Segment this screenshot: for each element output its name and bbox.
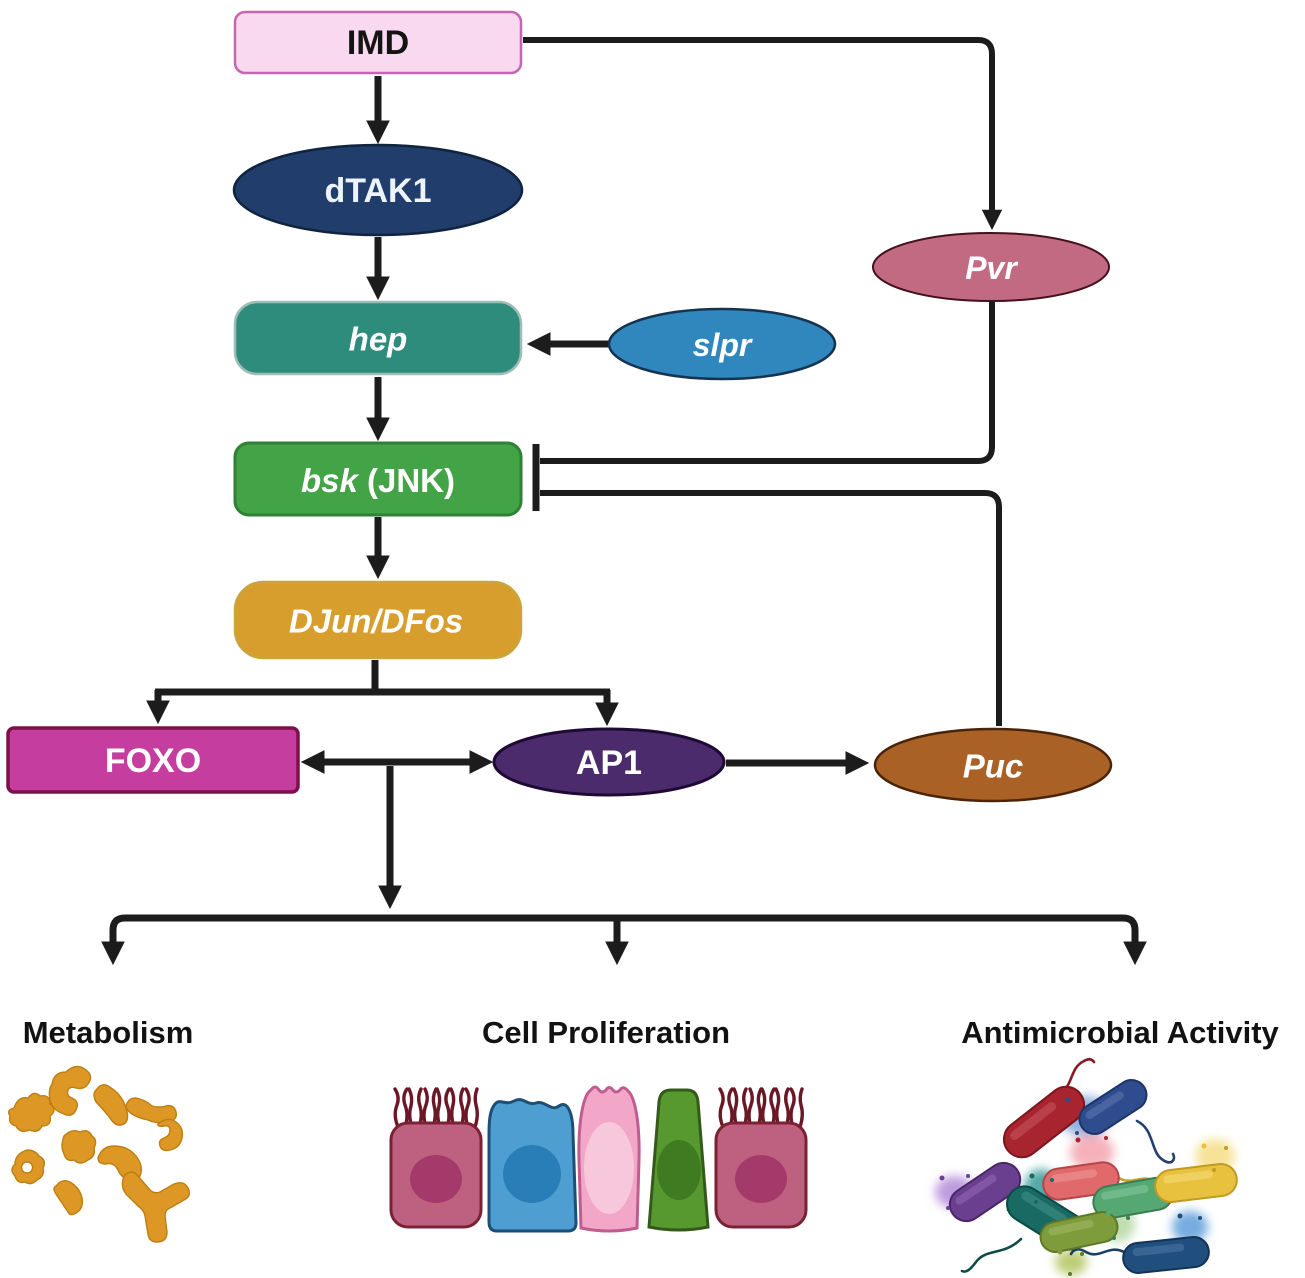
bacterium bbox=[1122, 1236, 1210, 1274]
bacterium bbox=[1039, 1211, 1119, 1253]
slpr-ellipse bbox=[607, 307, 837, 381]
cell-proliferation-illustration bbox=[391, 1085, 806, 1233]
node-hep: hep bbox=[233, 300, 523, 376]
djun-dfos-box bbox=[233, 580, 523, 660]
edge-djun-branch bbox=[155, 660, 610, 696]
bsk-label-regular: (JNK) bbox=[358, 462, 455, 499]
nodes-layer: IMD dTAK1 hep slpr Pvr bsk (JNK) DJun/DF… bbox=[6, 10, 1113, 803]
fat-blob bbox=[157, 1118, 184, 1152]
edges-layer bbox=[101, 37, 1147, 966]
node-foxo: FOXO bbox=[6, 726, 300, 794]
djun-dfos-label: DJun/DFos bbox=[289, 603, 463, 640]
lysis-droplets bbox=[939, 1097, 1228, 1276]
antimicrobial-illustration bbox=[935, 1057, 1238, 1276]
ap1-label: AP1 bbox=[576, 744, 642, 782]
blue-cell bbox=[487, 1098, 578, 1233]
output-label-cell-proliferation: Cell Proliferation bbox=[482, 1015, 730, 1050]
puc-ellipse bbox=[873, 727, 1113, 803]
edge-imd-pvr bbox=[523, 37, 1003, 231]
bacterium bbox=[1002, 1085, 1086, 1159]
node-djun-dfos: DJun/DFos bbox=[233, 580, 523, 660]
bacterium bbox=[1154, 1162, 1238, 1204]
foxo-box bbox=[6, 726, 300, 794]
edge-outputs-distribution bbox=[101, 914, 1147, 966]
dtak1-ellipse bbox=[232, 143, 524, 237]
node-bsk: bsk (JNK) bbox=[233, 441, 523, 517]
foxo-label: FOXO bbox=[105, 742, 201, 780]
fat-blob bbox=[48, 1065, 92, 1117]
bsk-label: bsk (JNK) bbox=[301, 462, 455, 499]
fat-blob bbox=[61, 1129, 97, 1164]
hep-label: hep bbox=[349, 321, 408, 358]
fat-blob bbox=[93, 1083, 129, 1126]
node-ap1: AP1 bbox=[492, 727, 726, 797]
puc-label: Puc bbox=[963, 748, 1024, 785]
bsk-label-italic: bsk bbox=[301, 462, 360, 499]
slpr-label: slpr bbox=[693, 327, 753, 363]
dtak1-label: dTAK1 bbox=[324, 172, 431, 210]
hep-box bbox=[233, 300, 523, 376]
node-imd: IMD bbox=[233, 10, 523, 75]
node-pvr: Pvr bbox=[872, 232, 1110, 302]
bacterium bbox=[1092, 1176, 1174, 1220]
node-slpr: slpr bbox=[607, 307, 837, 381]
bacterium bbox=[948, 1161, 1022, 1223]
pink-goblet-cell bbox=[577, 1085, 641, 1233]
ciliated-cell bbox=[716, 1089, 806, 1227]
imd-label: IMD bbox=[347, 24, 409, 62]
edge-pvr-bsk-inhibition bbox=[540, 302, 995, 464]
fat-blob bbox=[125, 1097, 178, 1124]
pvr-label: Pvr bbox=[965, 250, 1018, 286]
output-label-metabolism: Metabolism bbox=[23, 1015, 194, 1050]
green-cell bbox=[647, 1088, 710, 1232]
bacterium bbox=[1078, 1079, 1148, 1135]
imd-box bbox=[233, 10, 523, 75]
bacteria-rods bbox=[948, 1079, 1238, 1274]
bsk-box bbox=[233, 441, 523, 517]
node-dtak1: dTAK1 bbox=[232, 143, 524, 237]
output-label-antimicrobial: Antimicrobial Activity bbox=[961, 1015, 1279, 1050]
fat-blob bbox=[53, 1179, 84, 1216]
metabolism-illustration bbox=[7, 1065, 191, 1243]
fat-blob bbox=[7, 1092, 55, 1133]
edge-puc-bsk-inhibition bbox=[540, 490, 1002, 726]
fat-blob bbox=[121, 1171, 191, 1243]
pvr-ellipse bbox=[872, 232, 1110, 302]
node-puc: Puc bbox=[873, 727, 1113, 803]
fat-blob bbox=[11, 1149, 46, 1185]
output-labels: Metabolism Cell Proliferation Antimicrob… bbox=[23, 1015, 1280, 1050]
ciliated-cell bbox=[391, 1089, 481, 1227]
ap1-ellipse bbox=[492, 727, 726, 797]
